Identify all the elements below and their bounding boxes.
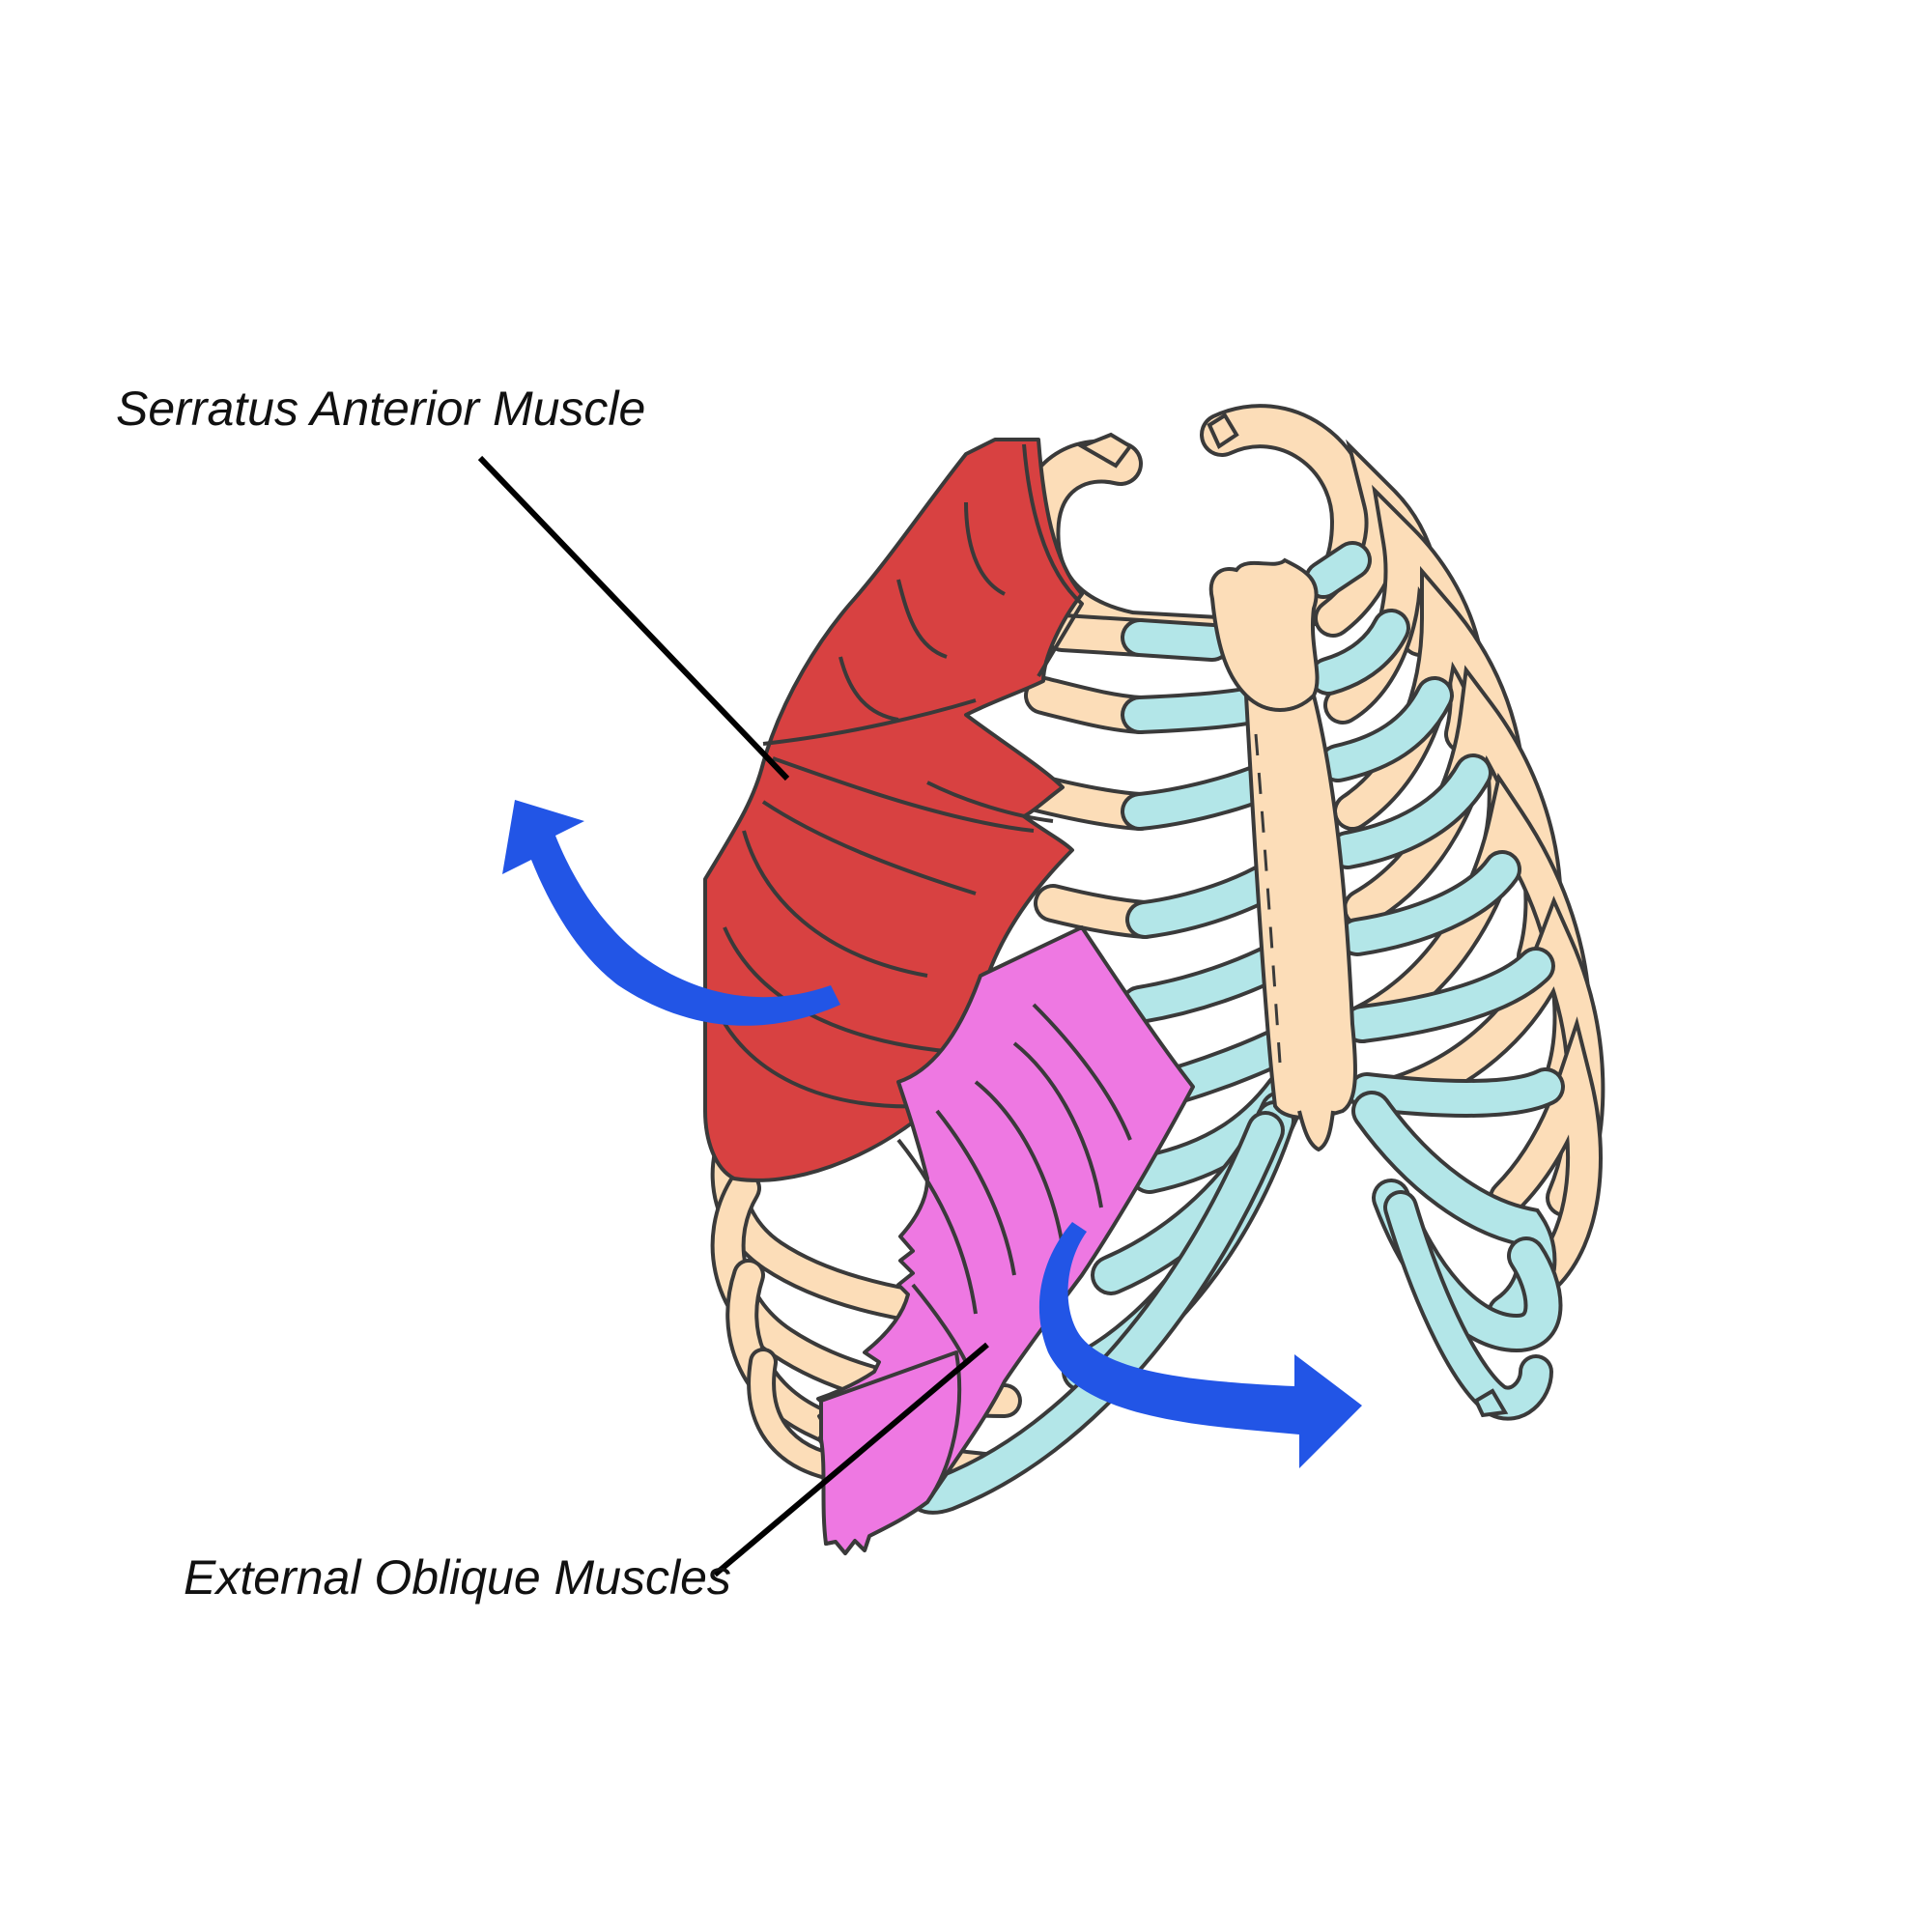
leader-lines [477,455,989,1577]
oblique-fiber-6 [911,1283,968,1363]
serratus-fiber-6 [838,656,899,722]
serratus-fiber-7 [896,579,948,659]
serratus-fiber-10 [761,800,977,895]
serratus-fiber-9 [926,781,1054,823]
xiphoid-process [1297,1110,1335,1152]
serratus-fiber-5 [713,1004,928,1109]
right-rib-8 [1489,1016,1603,1293]
sternum-ridge [1254,733,1282,1064]
serratus-leader-line [477,455,790,781]
left-cartilages [904,613,1305,1515]
sternum [1208,557,1357,1152]
right-cartilages [1304,541,1565,1421]
oblique-fiber-2 [1012,1041,1103,1208]
oblique-fiber-4 [935,1109,1016,1276]
serratus-fiber-1 [762,698,977,746]
serratus-fiber-3 [742,830,928,978]
sternum-body [1243,690,1357,1120]
right-ribs [1314,439,1605,1293]
external-oblique-tail [819,1350,962,1555]
oblique-fiber-5 [896,1138,978,1315]
external-oblique-label: External Oblique Muscles [184,1550,731,1605]
right-first-rib-knob [1207,412,1239,449]
oblique-fiber-1 [1032,1003,1132,1141]
serratus-anterior-label: Serratus Anterior Muscle [116,382,645,436]
serratus-fiber-2 [772,756,1035,833]
left-first-rib-knob [1077,432,1133,469]
serratus-slip-top [1022,443,1084,678]
oblique-leader-line [713,1342,989,1577]
external-oblique-muscles [816,925,1195,1555]
xiphoid-end-right [1473,1388,1509,1418]
serratus-fiber-8 [964,501,1006,596]
downward-rotation-arrow [1038,1222,1362,1468]
oblique-fiber-3 [974,1080,1065,1247]
manubrium [1208,557,1320,712]
rotation-arrows [502,800,1362,1468]
upward-rotation-arrow [502,800,840,1026]
